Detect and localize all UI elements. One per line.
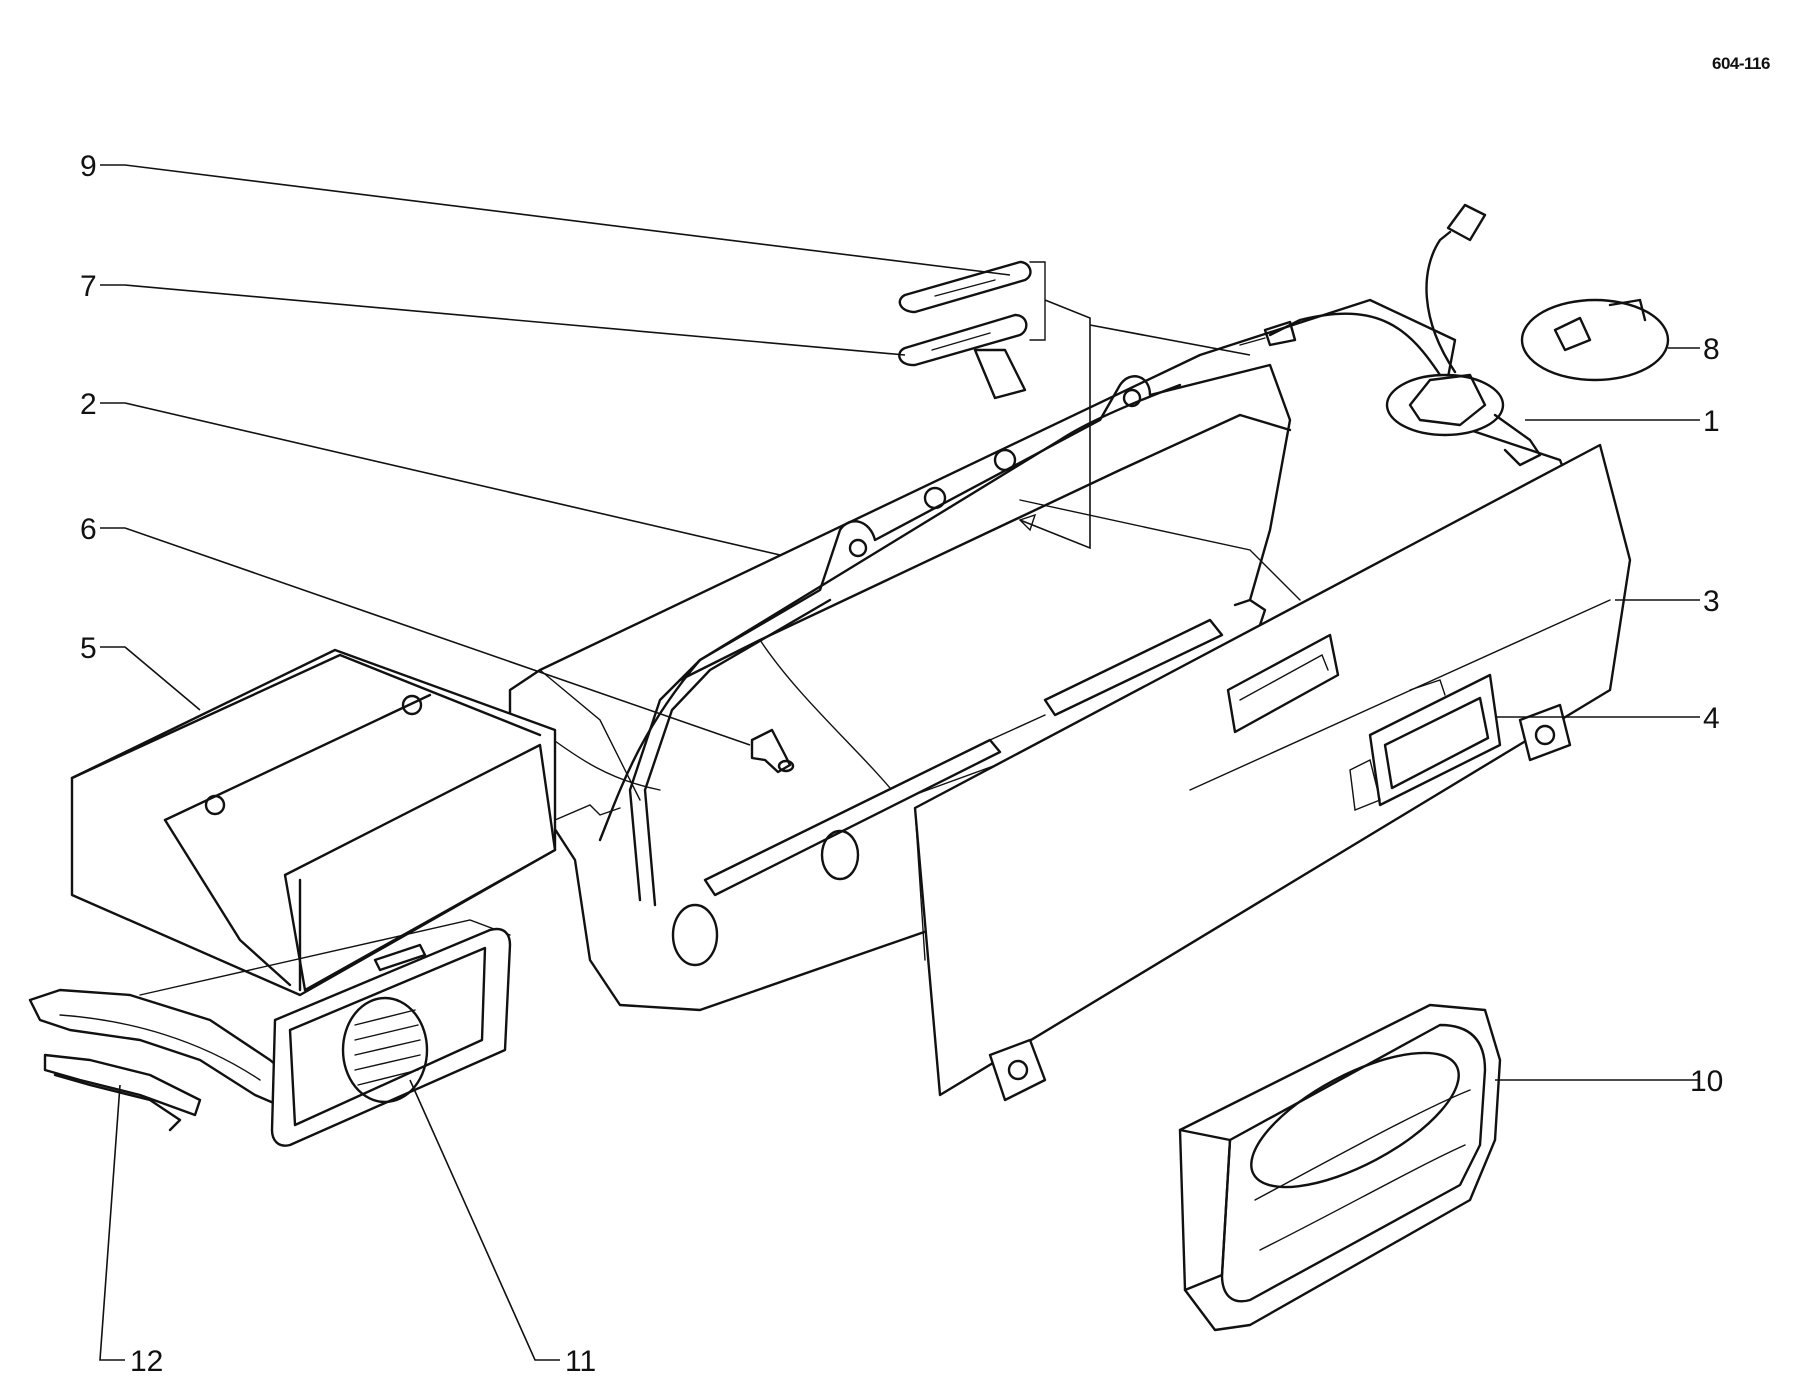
callout-labels: 9 7 2 6 5 8 1 3 4 10 11 12	[80, 150, 1723, 1378]
mounting-frame	[628, 363, 1292, 907]
callout-4: 4	[1703, 702, 1720, 735]
plug	[750, 728, 795, 774]
front-panel	[913, 443, 1632, 1102]
upper-bracket-7	[898, 313, 1028, 400]
callout-12: 12	[130, 1345, 163, 1378]
duct-housing	[28, 919, 511, 1132]
upper-bracket-9	[898, 260, 1032, 314]
callout-9: 9	[80, 150, 97, 183]
callout-5: 5	[80, 632, 97, 665]
callout-7: 7	[80, 270, 97, 303]
round-cover	[1520, 298, 1670, 382]
panel-vent	[1349, 673, 1502, 811]
callout-10: 10	[1690, 1065, 1723, 1098]
storage-box	[70, 648, 621, 997]
leader-lines	[99, 164, 1700, 1361]
callout-8: 8	[1703, 333, 1720, 366]
large-vent	[1178, 1003, 1502, 1332]
vent-frame	[270, 927, 512, 1147]
trim-rails	[703, 618, 1224, 897]
callout-6: 6	[80, 513, 97, 546]
callout-1: 1	[1703, 405, 1720, 438]
callout-11: 11	[565, 1345, 596, 1378]
switch-with-cable	[1239, 203, 1542, 467]
callout-3: 3	[1703, 585, 1720, 618]
callout-2: 2	[80, 388, 97, 421]
drawing-code: 604-116	[1712, 54, 1770, 73]
